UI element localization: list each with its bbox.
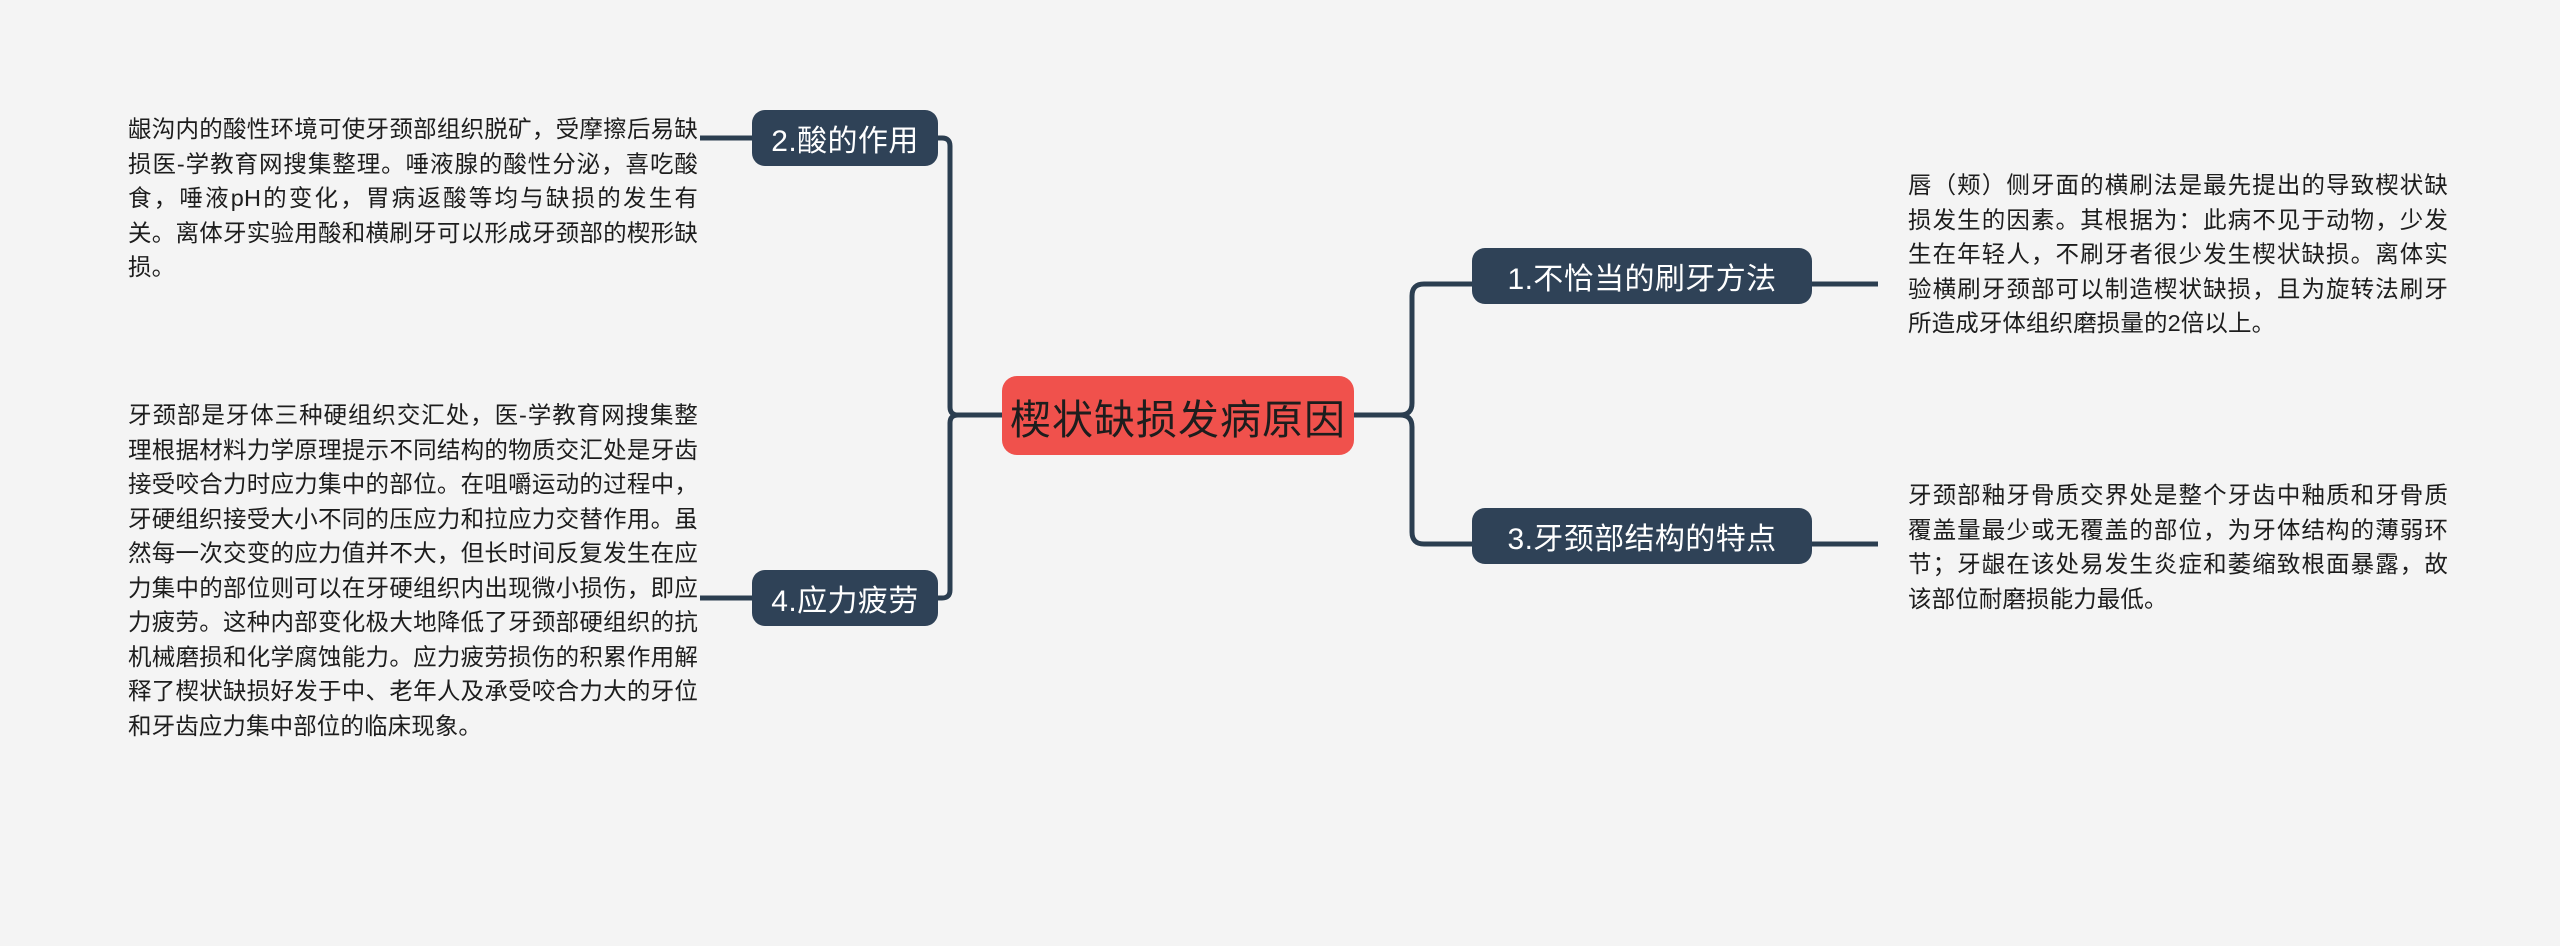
connector-left-spine-to-node2 [938, 135, 970, 418]
center-node[interactable]: 楔状缺损发病原因 [1002, 376, 1354, 455]
connector-right-spine-to-node1 [1399, 281, 1472, 418]
branch-2-description: 龈沟内的酸性环境可使牙颈部组织脱矿，受摩擦后易缺损医-学教育网搜集整理。唾液腺的… [128, 116, 698, 280]
branch-node-4[interactable]: 4.应力疲劳 [752, 570, 938, 626]
branch-4-description: 牙颈部是牙体三种硬组织交汇处，医-学教育网搜集整理根据材料力学原理提示不同结构的… [128, 402, 698, 739]
branch-3-description: 牙颈部釉牙骨质交界处是整个牙齿中釉质和牙骨质覆盖量最少或无覆盖的部位，为牙体结构… [1908, 482, 2448, 612]
branch-1-description: 唇（颊）侧牙面的横刷法是最先提出的导致楔状缺损发生的因素。其根据为：此病不见于动… [1908, 172, 2448, 336]
connector-left-spine-to-node4 [938, 412, 970, 601]
branch-node-2[interactable]: 2.酸的作用 [752, 110, 938, 166]
branch-node-3[interactable]: 3.牙颈部结构的特点 [1472, 508, 1812, 564]
connector-right-spine-to-node3 [1399, 412, 1472, 547]
branch-node-1[interactable]: 1.不恰当的刷牙方法 [1472, 248, 1812, 304]
